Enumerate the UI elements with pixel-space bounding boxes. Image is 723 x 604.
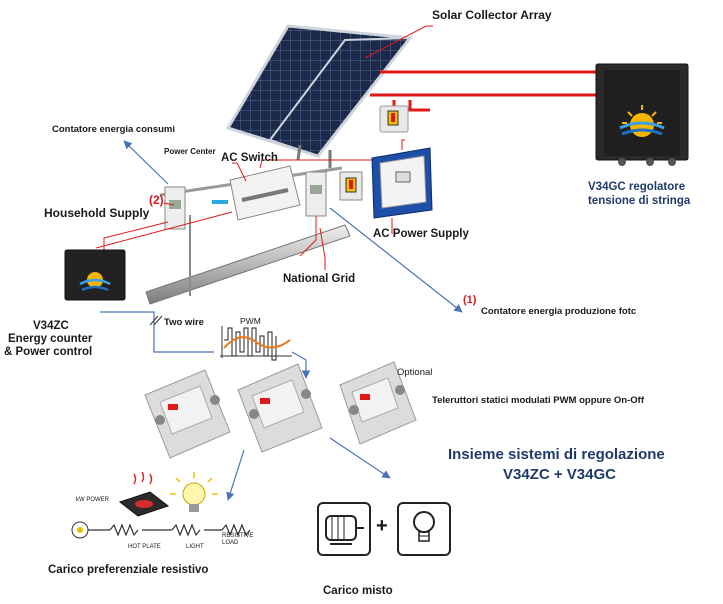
ac-power-supply-label: AC Power Supply <box>373 228 469 240</box>
power-center-label: Power Center <box>164 147 216 156</box>
pwm-waveform <box>220 326 292 361</box>
v34zc-subtitle-1: Energy counter <box>8 333 93 345</box>
ac-switch-box <box>229 165 301 221</box>
marker-2: (2) <box>149 193 164 207</box>
system-title-line2: V34ZC + V34GC <box>503 466 616 483</box>
motor-icon <box>317 502 371 556</box>
v34gc-caption: V34GC regolatore tensione di stringa <box>588 181 691 207</box>
ac-switch-label: AC Switch <box>221 152 278 164</box>
grid-pipe <box>145 224 351 305</box>
consumption-meter-label: Contatore energia consumi <box>52 124 175 135</box>
system-title-line1: Insieme sistemi di regolazione <box>448 446 665 463</box>
v34zc-title: V34ZC <box>33 320 69 332</box>
kw-power-label: kW POWER <box>76 497 109 503</box>
two-wire-label: Two wire <box>164 317 204 328</box>
load-resistive-caption: Carico preferenziale resistivo <box>48 564 209 576</box>
v34zc-subtitle-2: & Power control <box>4 346 93 358</box>
solar-array-label: Solar Collector Array <box>432 8 552 22</box>
household-meter <box>164 186 186 230</box>
resistive-load-schematic <box>71 471 251 539</box>
hot-plate-label: HOT PLATE <box>128 544 161 550</box>
household-supply-label: Household Supply <box>44 206 150 220</box>
solar-panel-array <box>225 24 413 168</box>
national-grid-label: National Grid <box>283 273 356 285</box>
v34gc-device <box>595 63 689 166</box>
marker-1: (1) <box>463 294 477 306</box>
ssr-2 <box>237 363 323 453</box>
ssr-3 <box>339 361 417 445</box>
production-meter <box>305 171 327 217</box>
optional-label: Optional <box>397 367 433 378</box>
dc-disconnect <box>379 105 409 133</box>
ac-power-supply-device <box>339 147 433 219</box>
lightbulb-icon <box>397 502 451 556</box>
ssr-caption: Teleruttori statici modulati PWM oppure … <box>432 395 644 406</box>
plus-sign: + <box>376 515 388 537</box>
resistive-load-label: RESISTIVE LOAD <box>222 533 254 546</box>
v34zc-device <box>64 249 126 301</box>
light-label: LIGHT <box>186 544 204 550</box>
ssr-1 <box>144 369 231 459</box>
production-meter-label: Contatore energia produzione fotc <box>481 306 637 317</box>
load-mixed-caption: Carico misto <box>323 585 393 597</box>
pwm-label: PWM <box>240 316 261 326</box>
